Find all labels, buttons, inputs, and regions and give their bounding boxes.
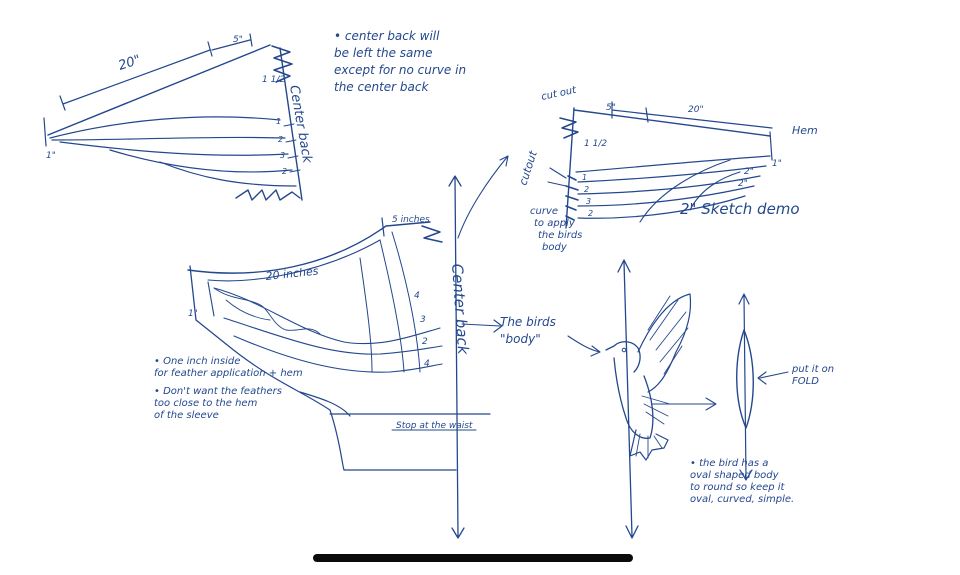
tr-curve-note-2: to apply <box>534 218 576 229</box>
main-row-1: 4 <box>414 291 420 301</box>
top-right-pattern-sketch <box>457 101 773 239</box>
tr-dim-b: 2" <box>738 179 748 189</box>
tl-row-2: 2 <box>278 135 283 144</box>
tr-curve-note-4: body <box>542 242 568 253</box>
tr-row-1: 1 <box>582 173 587 182</box>
main-pattern-sketch <box>187 175 503 539</box>
tr-cutout-label: cutout <box>516 149 539 187</box>
tr-row-3: 3 <box>586 197 591 206</box>
tr-hem-label: Hem <box>792 124 818 137</box>
tr-curve-note-1: curve <box>530 206 558 217</box>
tl-dim-hem: 1" <box>46 151 56 161</box>
tr-curve-note-3: the birds <box>538 230 582 241</box>
tr-row-4: 2 <box>588 209 593 218</box>
top-left-pattern-sketch <box>43 33 303 201</box>
bird-drawing <box>567 259 717 539</box>
tr-sketch-demo: 2" Sketch demo <box>680 200 800 218</box>
fold-label: put it on FOLD <box>792 364 835 387</box>
birds-body-label: The birds "body" <box>500 315 556 346</box>
tl-dim-short: 5" <box>233 35 243 45</box>
main-width-label: 20 inches <box>265 264 319 283</box>
tl-row-4: 2 <box>282 167 287 176</box>
bird-shape-note: • the bird has a oval shaped body to rou… <box>690 458 795 505</box>
main-five-label: 5 inches <box>392 215 430 225</box>
main-center-back: Center back <box>448 263 472 356</box>
tr-dim-length: 20" <box>688 105 704 115</box>
left-notes: • One inch inside for feather applicatio… <box>154 356 303 421</box>
main-row-4: 4 <box>424 359 430 369</box>
main-row-2: 3 <box>420 315 426 325</box>
center-back-note: • center back will be left the same exce… <box>334 29 467 94</box>
tr-dim-a: 2" <box>744 167 754 177</box>
tl-row-3: 3 <box>280 151 285 160</box>
oval-fold-drawing <box>736 293 789 481</box>
tr-row-2: 2 <box>584 185 589 194</box>
main-stop-label: Stop at the waist <box>396 421 473 431</box>
main-row-3: 2 <box>422 337 428 347</box>
tr-cut-out: cut out <box>540 85 578 103</box>
tr-dim-hem: 1" <box>772 159 782 169</box>
main-inch-label: 1" <box>188 309 198 319</box>
tr-dim-drop: 1 1/2 <box>584 139 607 149</box>
tl-dim-length: 20" <box>117 53 143 74</box>
tl-row-1: 1 <box>276 117 281 126</box>
tr-dim-short: 5" <box>606 103 616 113</box>
tl-dim-drop: 1 1/2 <box>262 75 285 85</box>
home-indicator-bar[interactable] <box>313 554 633 562</box>
